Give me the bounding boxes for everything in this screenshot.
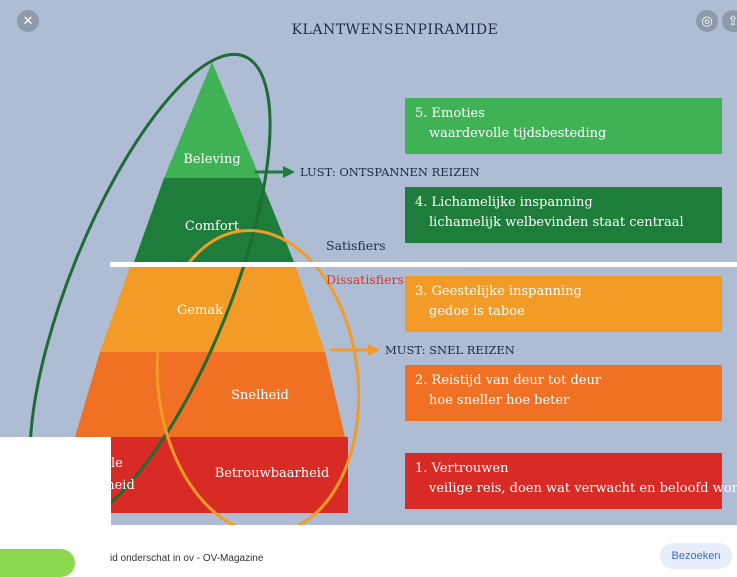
box-vertrouwen: 1. Vertrouwen veilige reis, doen wat ver… <box>405 453 737 509</box>
pyramid-level-comfort <box>134 178 294 262</box>
level-label-betrouwbaarheid: Betrouwbaarheid <box>214 466 330 481</box>
visit-button[interactable]: Bezoeken <box>660 543 732 569</box>
pyramid-level-snelheid <box>75 352 345 437</box>
level-label-comfort: Comfort <box>184 219 240 234</box>
must-arrow-head <box>368 344 380 356</box>
level-label-gemak: Gemak <box>176 303 224 318</box>
box-geestelijke-line1: 3. Geestelijke inspanning <box>415 284 582 299</box>
image-viewer: KLANTWENSENPIRAMIDE Beleving Comfort Gem… <box>0 0 737 525</box>
box-geestelijke-inspanning: 3. Geestelijke inspanning gedoe is taboe <box>405 276 722 332</box>
pyramid-level-beleving <box>164 62 260 178</box>
pyramid-graphic <box>28 52 380 525</box>
box-reistijd-line2: hoe sneller hoe beter <box>429 393 570 408</box>
box-emoties: 5. Emoties waardevolle tijdsbesteding <box>405 98 722 154</box>
source-caption[interactable]: id onderschat in ov - OV-Magazine <box>110 553 264 564</box>
box-lichamelijke-inspanning: 4. Lichamelijke inspanning lichamelijk w… <box>405 187 722 243</box>
page-title: KLANTWENSENPIRAMIDE <box>291 22 499 38</box>
dissatisfiers-label: Dissatisfiers <box>326 272 404 287</box>
level-label-snelheid: Snelheid <box>231 388 289 403</box>
box-emoties-line1: 5. Emoties <box>415 106 485 121</box>
partial-label-2: rheid <box>100 478 135 493</box>
box-lichamelijke-line1: 4. Lichamelijke inspanning <box>415 195 593 210</box>
box-vertrouwen-line2: veilige reis, doen wat verwacht en beloo… <box>429 481 737 496</box>
footer-bar: id onderschat in ov - OV-Magazine Bezoek… <box>0 525 737 577</box>
level-label-beleving: Beleving <box>183 152 241 167</box>
close-icon[interactable]: ✕ <box>17 10 39 32</box>
satisfiers-label: Satisfiers <box>326 238 386 253</box>
orange-ellipse <box>155 228 361 525</box>
white-overlay-block <box>0 437 111 525</box>
box-emoties-line2: waardevolle tijdsbesteding <box>429 126 607 141</box>
pyramid-level-gemak <box>100 267 325 352</box>
box-geestelijke-line2: gedoe is taboe <box>429 304 525 319</box>
satisfiers-divider <box>110 262 737 267</box>
share-icon[interactable]: ⇪ <box>722 10 737 32</box>
box-reistijd: 2. Reistijd van deur tot deur hoe snelle… <box>405 365 722 421</box>
lens-icon[interactable]: ◎ <box>696 10 718 32</box>
lust-label: LUST: ONTSPANNEN REIZEN <box>300 165 480 179</box>
partial-label-1: le <box>111 456 123 471</box>
box-vertrouwen-line1: 1. Vertrouwen <box>415 461 509 476</box>
box-reistijd-line1: 2. Reistijd van deur tot deur <box>415 373 602 388</box>
must-label: MUST: SNEL REIZEN <box>385 343 515 357</box>
green-pill-button[interactable] <box>0 549 75 577</box>
box-lichamelijke-line2: lichamelijk welbevinden staat centraal <box>429 215 684 230</box>
lust-arrow-head <box>283 166 295 178</box>
